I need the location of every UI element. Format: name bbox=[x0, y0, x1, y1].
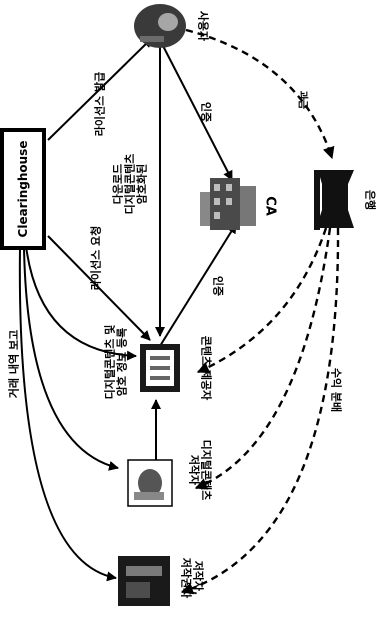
label-transaction-report: 거래 내역 보고 bbox=[7, 330, 21, 398]
dashed-connections bbox=[180, 28, 340, 595]
content-provider-node: 콘텐츠 제공자 bbox=[140, 336, 214, 401]
user-node: 사용자 bbox=[134, 4, 211, 48]
label-encrypted-1: 암호화된 bbox=[135, 164, 149, 204]
edge-share-to-holder bbox=[180, 227, 340, 595]
edge-share-to-author bbox=[194, 227, 332, 490]
clearinghouse-node: Clearinghouse bbox=[0, 128, 46, 250]
edge-license-request bbox=[47, 235, 151, 341]
content-provider-label: 콘텐츠 제공자 bbox=[200, 336, 214, 401]
content-author-node: 디지털콘텐츠 저작자 bbox=[127, 440, 214, 507]
copyright-holder-label-2: 저작권자 bbox=[180, 558, 194, 599]
label-auth-user: 인증 bbox=[200, 102, 214, 122]
edge-billing bbox=[185, 28, 335, 160]
label-encrypted-2: 디지털콘텐츠 bbox=[123, 154, 137, 215]
label-encrypted-3: 다운로드 bbox=[111, 164, 125, 204]
label-license-issue: 라이선스 발급 bbox=[93, 72, 107, 137]
label-register-2: 암호 정보 등록 bbox=[115, 328, 129, 396]
label-billing: 과금 bbox=[297, 91, 310, 109]
edge-register bbox=[25, 245, 137, 361]
bank-label: 은행 bbox=[364, 190, 378, 210]
label-revenue-share: 수익 분배 bbox=[330, 368, 344, 412]
copyright-holder-label-1: 저작자, bbox=[192, 561, 206, 596]
edge-auth-provider bbox=[159, 223, 237, 347]
label-license-request: 라이선스 요청 bbox=[89, 226, 103, 291]
edge-share-to-provider bbox=[196, 227, 328, 374]
ca-label: CA bbox=[263, 196, 278, 216]
bank-node: 은행 bbox=[314, 170, 378, 230]
content-author-label-2: 저작자 bbox=[188, 455, 202, 486]
edge-report-to-author bbox=[23, 247, 119, 471]
content-author-label-1: 디지털콘텐츠 bbox=[200, 440, 214, 501]
edge-license-issue bbox=[47, 37, 153, 141]
edge-report-to-holder bbox=[18, 247, 117, 582]
copyright-holder-node: 저작자, 저작권자 bbox=[118, 556, 206, 606]
clearinghouse-label: Clearinghouse bbox=[16, 141, 30, 238]
edge-labels: 라이선스 발급 라이선스 요청 암호화된 디지털콘텐츠 다운로드 인증 인증 과… bbox=[7, 72, 344, 412]
ca-node: CA bbox=[200, 178, 278, 230]
label-register-1: 디지털콘텐츠 및 bbox=[103, 325, 117, 400]
label-auth-provider: 인증 bbox=[212, 276, 226, 296]
user-label: 사용자 bbox=[197, 11, 211, 42]
edge-auth-user bbox=[159, 39, 233, 181]
